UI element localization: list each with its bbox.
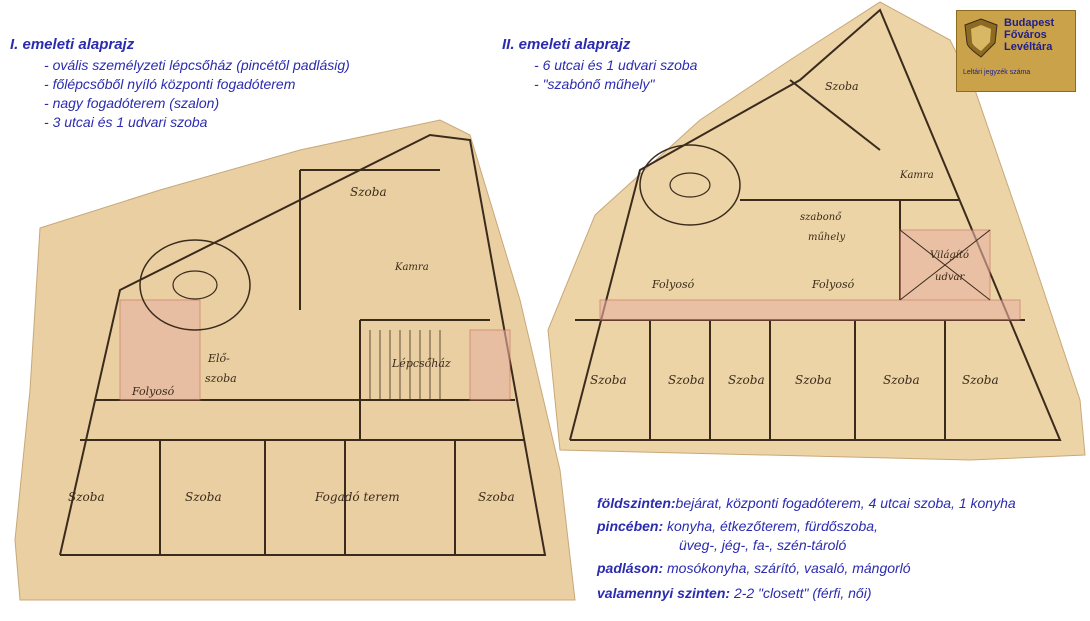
coat-of-arms-icon (964, 18, 998, 58)
plan2-label-folyoso-2: Folyosó (812, 278, 855, 291)
plan2-label-kamra: Kamra (900, 170, 934, 181)
plan2-oval-staircase (639, 144, 741, 226)
plan2-label-muhely: műhely (808, 232, 846, 243)
plan1-label-kamra: Kamra (395, 262, 429, 273)
plan1-label-szoba-2: Szoba (185, 490, 222, 504)
plan1-label-fogado: Fogadó terem (315, 490, 400, 504)
plan2-room-label: Szoba (795, 373, 832, 387)
plan1-label-szoba-top: Szoba (350, 185, 387, 199)
right-list: 6 utcai és 1 udvari szoba "szabónő műhel… (534, 56, 698, 94)
left-title: I. emeleti alaprajz (10, 36, 135, 53)
legend-row: üveg-, jég-, fa-, szén-tároló (679, 537, 847, 553)
plan1-highlights (119, 299, 511, 401)
plan1-label-szoba-3: Szoba (478, 490, 515, 504)
right-list-item: "szabónő műhely" (534, 75, 697, 94)
plan2-label-szoba-top: Szoba (825, 80, 859, 93)
plan1-label-szoba-elo: szoba (205, 372, 237, 385)
legend: földszinten:bejárat, központi fogadótere… (597, 494, 1087, 603)
plan1-oval-staircase (139, 239, 251, 331)
plan1-paper (14, 119, 576, 601)
archive-logo: Budapest Főváros Levéltára Leltári jegyz… (956, 10, 1076, 92)
archive-name: Budapest Főváros Levéltára (1004, 17, 1055, 53)
plan2-label-vilagito: Világító (930, 250, 970, 261)
plan1-stairs (369, 330, 441, 400)
plan2-room-label: Szoba (883, 373, 920, 387)
left-list-item: nagy fogadóterem (szalon) (44, 94, 350, 113)
legend-row: pincében: konyha, étkezőterem, fürdőszob… (597, 518, 878, 534)
plan2-label-udvar: udvar (935, 272, 965, 283)
plan2-room-label: Szoba (728, 373, 765, 387)
legend-row: valamennyi szinten: 2-2 "closett" (férfi… (597, 585, 872, 601)
plan2-paper (547, 1, 1086, 461)
plan2-room-label: Szoba (668, 373, 705, 387)
plan2-room-label: Szoba (590, 373, 627, 387)
plan2-label-folyoso-1: Folyosó (652, 278, 695, 291)
left-list-item: főlépcsőből nyíló központi fogadóterem (44, 75, 350, 94)
plan1-walls (59, 133, 547, 556)
plan1-label-szoba-1: Szoba (68, 490, 105, 504)
left-list-item: ovális személyzeti lépcsőház (pincétől p… (44, 56, 350, 75)
plan2-label-szabono: szabonő (800, 212, 842, 223)
plan1-label-folyoso: Folyosó (132, 385, 175, 398)
archive-small-label: Leltári jegyzék száma (963, 69, 1031, 76)
left-list: ovális személyzeti lépcsőház (pincétől p… (44, 56, 350, 132)
legend-row: földszinten:bejárat, központi fogadótere… (597, 495, 1016, 511)
left-list-item: 3 utcai és 1 udvari szoba (44, 113, 350, 132)
right-title: II. emeleti alaprajz (502, 36, 631, 53)
plan2-room-label: Szoba (962, 373, 999, 387)
legend-row: padláson: mosókonyha, szárító, vasaló, m… (597, 560, 911, 576)
right-list-item: 6 utcai és 1 udvari szoba (534, 56, 698, 75)
plan1-label-lepcsohaz: Lépcsőház (392, 357, 451, 370)
plan1-label-elo: Elő- (208, 352, 230, 365)
